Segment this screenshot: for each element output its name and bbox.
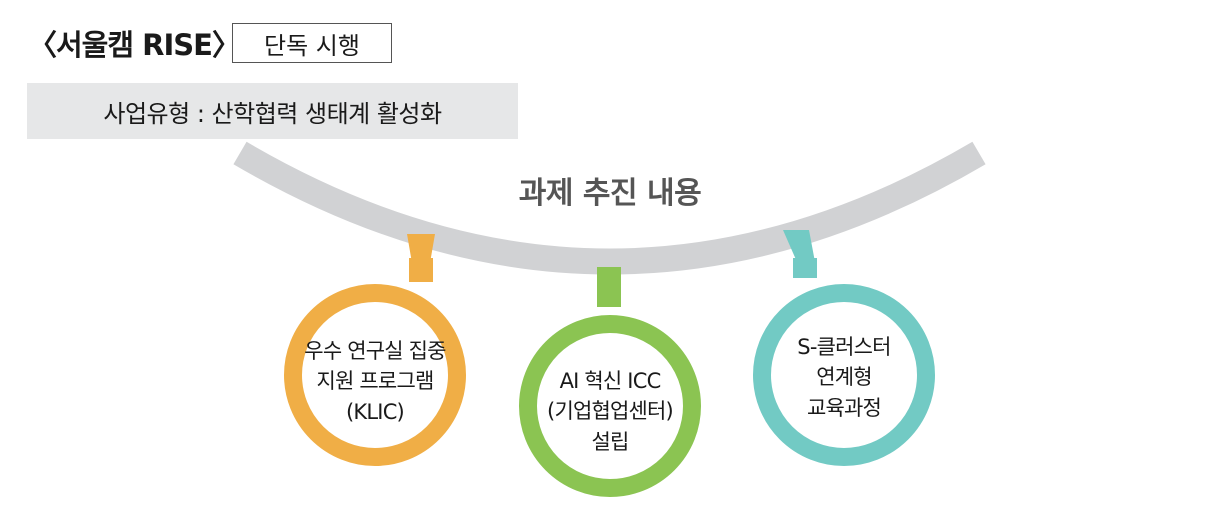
node-1-line-1: 우수 연구실 집중 bbox=[304, 339, 446, 363]
diagram-arc bbox=[233, 141, 986, 275]
node-3-circle bbox=[753, 284, 935, 466]
node-1-connector bbox=[407, 234, 435, 282]
execution-badge: 단독 시행 bbox=[232, 23, 392, 63]
node-1-line-3: (KLIC) bbox=[346, 399, 405, 424]
node-2-line-3: 설립 bbox=[591, 429, 629, 454]
node-3-connector bbox=[783, 230, 817, 278]
node-2-label: AI 혁신 ICC (기업협업센터) 설립 bbox=[535, 366, 685, 457]
page-title: 〈서울캠 RISE〉 bbox=[28, 28, 241, 62]
node-1-line-2: 지원 프로그램 bbox=[316, 369, 435, 394]
node-1-circle bbox=[284, 284, 466, 466]
node-1-label: 우수 연구실 집중 지원 프로그램 (KLIC) bbox=[300, 336, 450, 427]
node-3-line-1: S-클러스터 bbox=[797, 335, 891, 359]
node-2-line-2: (기업협업센터) bbox=[547, 399, 674, 424]
node-2-connector bbox=[597, 267, 621, 307]
node-3-label: S-클러스터 연계형 교육과정 bbox=[769, 332, 919, 423]
node-2-line-1: AI 혁신 ICC bbox=[559, 369, 662, 393]
node-3-line-3: 교육과정 bbox=[806, 395, 882, 420]
node-3-line-2: 연계형 bbox=[816, 365, 872, 390]
node-2-circle bbox=[519, 315, 701, 497]
business-type-bar: 사업유형 : 산학협력 생태계 활성화 bbox=[27, 83, 518, 139]
center-title: 과제 추진 내용 bbox=[518, 176, 702, 211]
